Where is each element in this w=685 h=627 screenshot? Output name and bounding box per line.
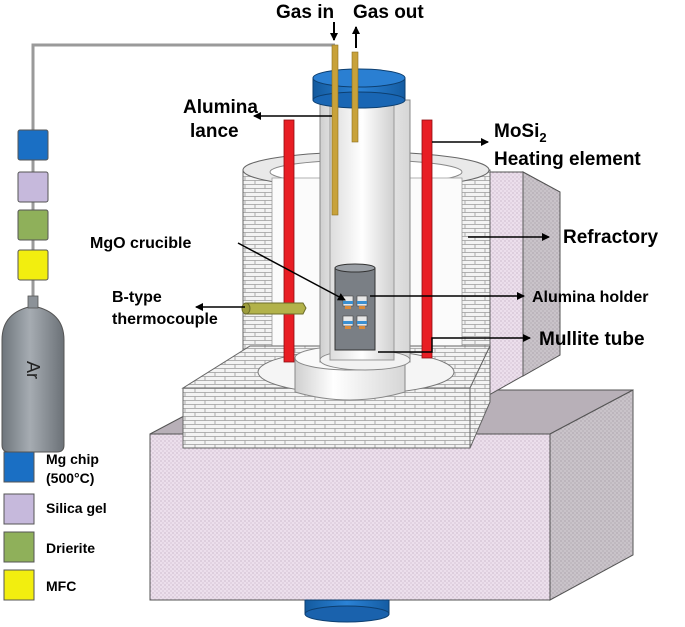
legend-label-drierite: Drierite	[46, 540, 95, 556]
legend-swatch-silica-gel	[3, 493, 35, 525]
heating-element-left	[283, 119, 295, 363]
legend-label-mg-chip-2: (500°C)	[46, 470, 94, 486]
train-box-silica-gel	[17, 171, 49, 203]
gas-in-label: Gas in	[276, 2, 334, 23]
alumina-holder-label: Alumina holder	[532, 289, 648, 306]
insulation-wall	[479, 171, 561, 401]
heating-element-right	[421, 119, 433, 359]
gas-out-label: Gas out	[353, 2, 424, 23]
gas-in-label-group: Gas in	[276, 2, 338, 41]
thermocouple-label: thermocouple	[112, 311, 218, 328]
b-type-label: B-type	[112, 289, 162, 306]
legend-label-silica-gel: Silica gel	[46, 500, 107, 516]
mullite-tube-label: Mullite tube	[539, 329, 645, 350]
purification-train	[17, 129, 49, 281]
legend-swatch-mg-chip	[3, 451, 35, 483]
heating-element-label: Heating element	[494, 149, 641, 170]
top-cap	[312, 68, 406, 109]
mullite-tube-label-group: Mullite tube	[378, 329, 645, 353]
legend-label-mfc: MFC	[46, 578, 76, 594]
refractory-label-group: Refractory	[468, 227, 658, 248]
thermocouple-label-group: B-type thermocouple	[112, 289, 245, 328]
mosi2-subscript: 2	[539, 130, 546, 145]
legend-label-mg-chip-1: Mg chip	[46, 451, 99, 467]
train-box-mfc	[17, 249, 49, 281]
mgo-crucibles	[342, 295, 368, 329]
alumina-holder-label-group: Alumina holder	[370, 289, 648, 306]
heating-elements	[283, 119, 433, 363]
mosi2-main: MoSi	[494, 121, 539, 142]
refractory-label: Refractory	[563, 227, 658, 248]
train-box-mg-chip	[17, 129, 49, 161]
gas-tubes	[331, 44, 359, 216]
gas-in-tube	[331, 44, 339, 216]
alumina-lance-label-1: Alumina	[183, 97, 258, 118]
alumina-lance-label-2: lance	[190, 121, 239, 142]
alumina-lance-label-group: Alumina lance	[183, 97, 332, 142]
legend-swatch-mfc	[3, 569, 35, 601]
legend: Mg chip (500°C) Silica gel Drierite MFC	[3, 451, 107, 601]
gas-out-tube	[351, 51, 359, 143]
ar-label: Ar	[23, 361, 43, 379]
argon-cylinder: Ar	[1, 295, 65, 453]
mosi2-label: MoSi2	[494, 121, 547, 145]
mgo-crucible-label-group: MgO crucible	[90, 235, 346, 301]
train-box-drierite	[17, 209, 49, 241]
gas-out-label-group: Gas out	[352, 2, 424, 48]
mgo-crucible-label: MgO crucible	[90, 235, 191, 252]
heating-element-label-group: MoSi2 Heating element	[432, 121, 641, 170]
legend-swatch-drierite	[3, 531, 35, 563]
alumina-holder	[334, 263, 376, 351]
b-type-thermocouple	[241, 302, 307, 315]
